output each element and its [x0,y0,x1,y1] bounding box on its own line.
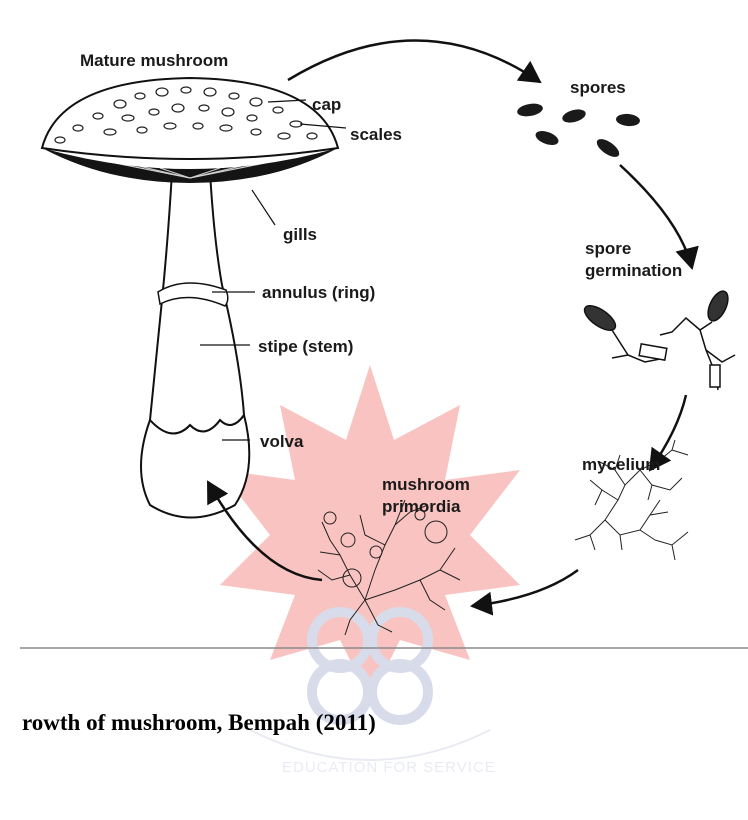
label-primordia-1: mushroom [382,475,470,494]
watermark-motto: EDUCATION FOR SERVICE [282,759,496,776]
figure-caption: rowth of mushroom, Bempah (2011) [22,710,376,736]
label-primordia-2: primordia [382,497,461,516]
label-annulus: annulus (ring) [262,283,375,302]
label-spore-germination-1: spore [585,239,631,258]
label-gills: gills [283,225,317,244]
cap-shape [42,78,338,159]
label-cap: cap [312,95,341,114]
arrow-mature-to-spores [288,40,540,82]
label-mature-mushroom: Mature mushroom [80,51,228,70]
label-volva: volva [260,432,304,451]
label-mycelium: mycelium [582,455,660,474]
label-scales: scales [350,125,402,144]
label-spore-germination-2: germination [585,261,682,280]
volva-shape [141,415,249,518]
spore-germination-illustration [581,288,735,390]
label-stipe: stipe (stem) [258,337,353,356]
spores-illustration [516,102,640,161]
label-spores: spores [570,78,626,97]
